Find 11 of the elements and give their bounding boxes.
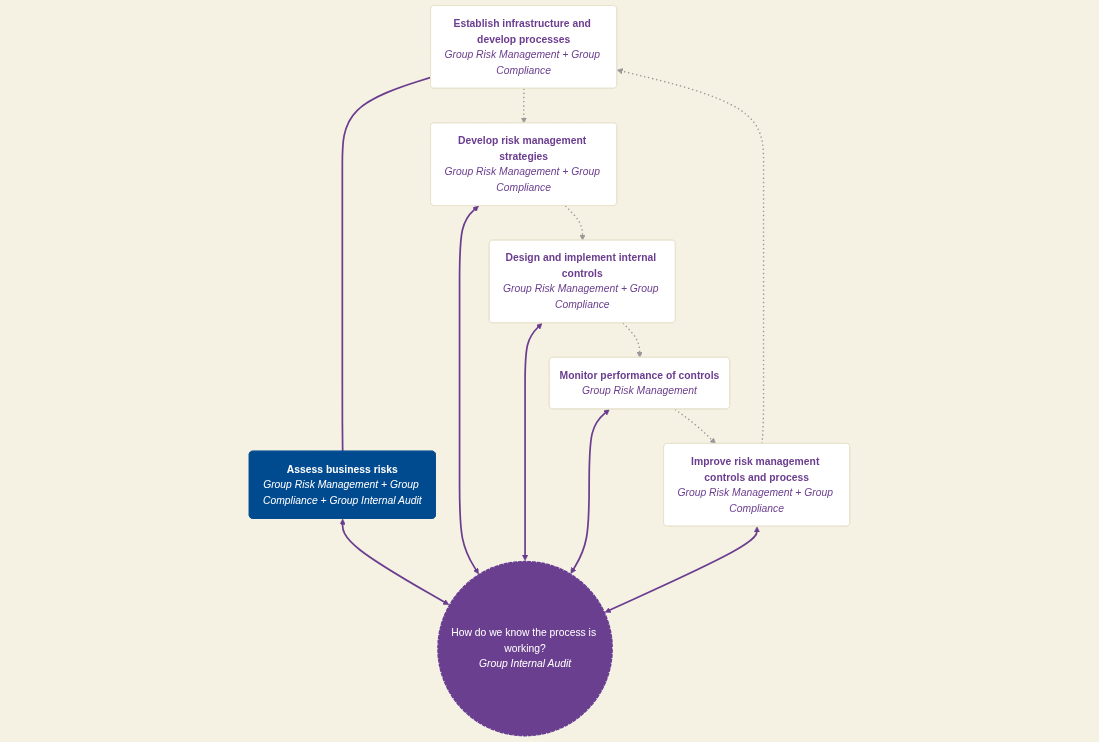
arrow xyxy=(622,322,643,358)
arrow xyxy=(674,408,716,445)
arrow xyxy=(522,323,543,561)
arrow xyxy=(570,409,610,574)
arrow xyxy=(604,526,760,613)
connector xyxy=(341,76,432,453)
arrow xyxy=(616,68,765,445)
arrow xyxy=(458,205,479,575)
arrow xyxy=(339,518,450,605)
arrow xyxy=(564,205,586,241)
node-circle: How do we know the process is working? Group Internal Audit xyxy=(436,559,615,738)
